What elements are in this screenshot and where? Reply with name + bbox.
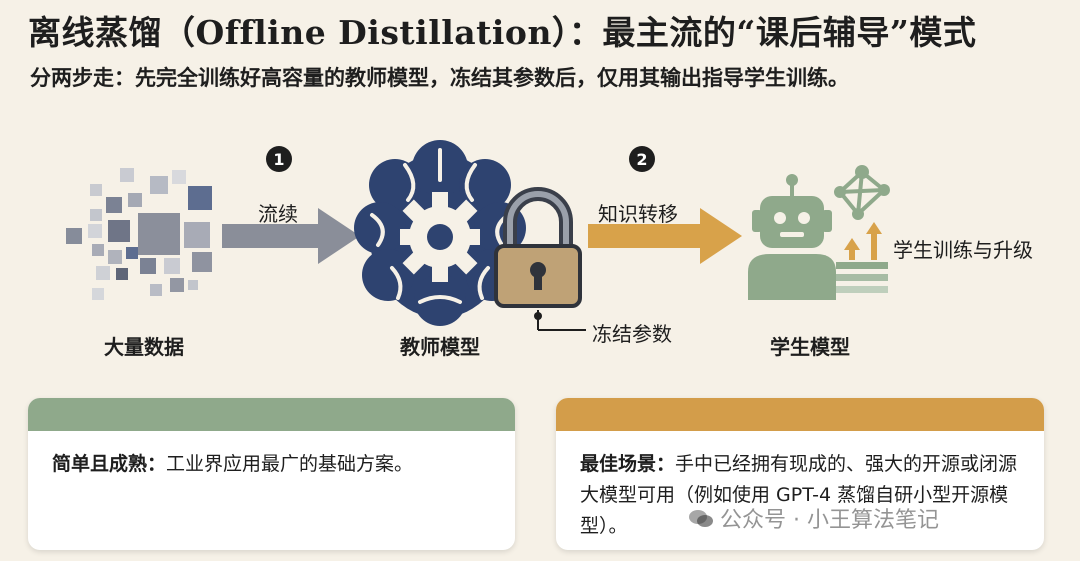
freeze-callout-line <box>534 310 586 331</box>
data-node-label: 大量数据 <box>104 335 184 359</box>
student-upgrade-label: 学生训练与升级 <box>893 238 1033 262</box>
step-number-2: 2 <box>636 150 647 169</box>
flow-arrow <box>222 208 360 264</box>
card-band-gold <box>556 398 1044 431</box>
page-subtitle: 分两步走：先完全训练好高容量的教师模型，冻结其参数后，仅用其输出指导学生训练。 <box>30 66 849 90</box>
watermark-text: 公众号 · 小王算法笔记 <box>720 508 939 533</box>
freeze-label: 冻结参数 <box>592 322 672 346</box>
knowledge-transfer-arrow <box>588 208 742 264</box>
student-node-label: 学生模型 <box>770 335 850 359</box>
wechat-icon <box>689 510 713 527</box>
card-right-heading: 最佳场景 <box>580 453 657 475</box>
card-left-colon: ： <box>147 453 167 475</box>
flow-arrow-label: 流续 <box>258 202 298 226</box>
card-band-green <box>28 398 515 431</box>
transfer-arrow-label: 知识转移 <box>598 202 678 226</box>
card-left-body: 简单且成熟：工业界应用最广的基础方案。 <box>28 431 515 480</box>
step-badge-1 <box>266 146 292 172</box>
padlock-icon <box>494 187 582 308</box>
info-card-left: 简单且成熟：工业界应用最广的基础方案。 <box>28 398 515 550</box>
step-number-1: 1 <box>273 150 284 169</box>
card-left-text: 工业界应用最广的基础方案。 <box>166 453 414 475</box>
step-badge-2 <box>629 146 655 172</box>
teacher-node-label: 教师模型 <box>400 335 480 359</box>
page-title: 离线蒸馏（Offline Distillation）：最主流的“课后辅导”模式 <box>28 13 977 52</box>
watermark: 公众号 · 小王算法笔记 <box>688 502 939 534</box>
card-right-body: 最佳场景：手中已经拥有现成的、强大的开源或闭源大模型可用（例如使用 GPT-4 … <box>556 431 1044 542</box>
card-left-heading: 简单且成熟 <box>52 453 148 475</box>
card-right-text: 手中已经拥有现成的、强大的开源或闭源大模型可用（例如使用 GPT-4 蒸馏自研小… <box>580 453 1018 537</box>
info-card-right: 最佳场景：手中已经拥有现成的、强大的开源或闭源大模型可用（例如使用 GPT-4 … <box>556 398 1044 550</box>
student-robot-icon <box>748 174 888 300</box>
card-right-colon: ： <box>656 453 676 475</box>
data-mosaic-icon <box>66 168 212 300</box>
